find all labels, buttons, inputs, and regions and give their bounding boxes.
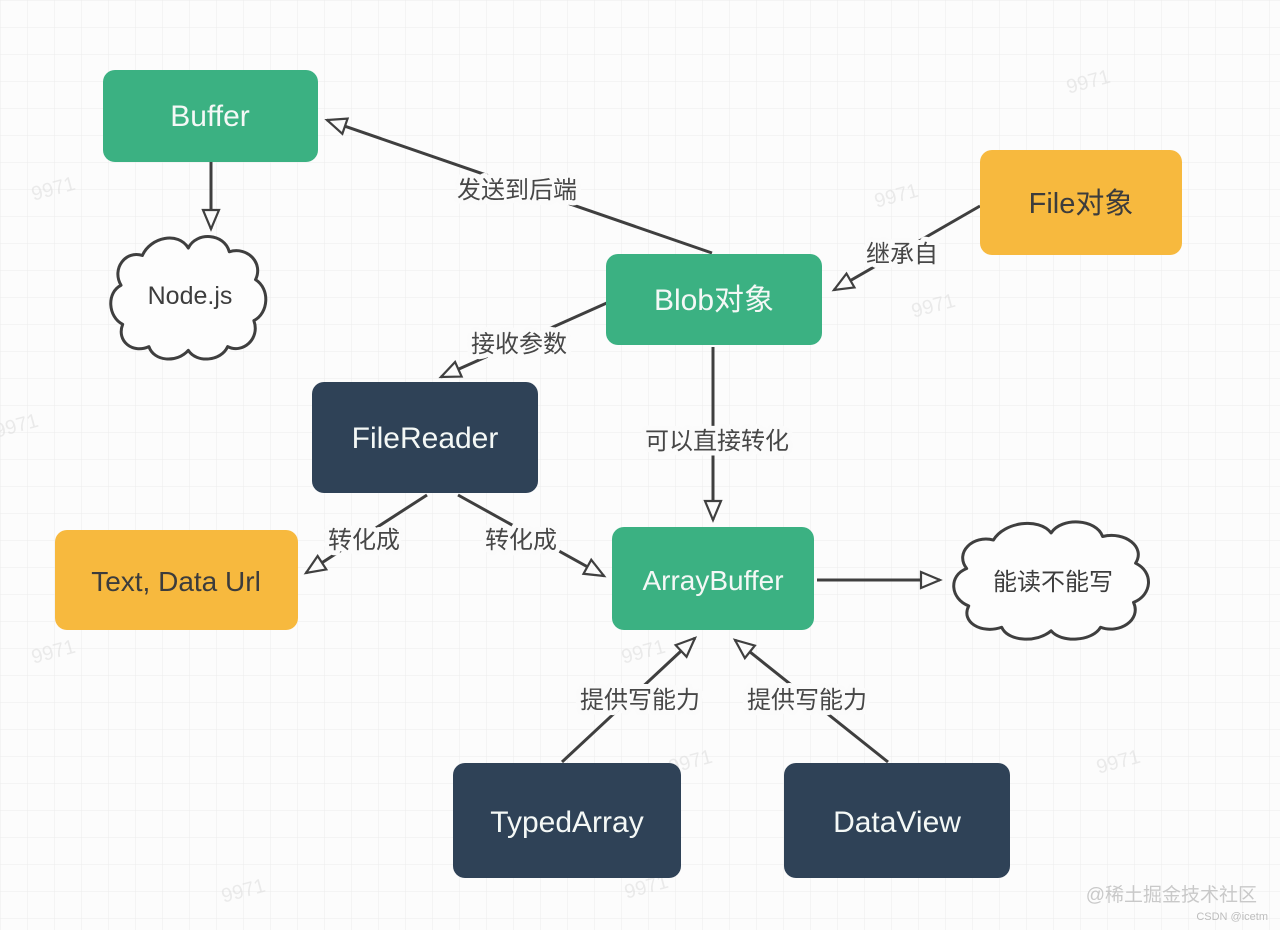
- edge-typedarray-to-arraybuffer: [560, 636, 698, 764]
- blob-box: [606, 254, 822, 345]
- edge-dataview-to-arraybuffer: [732, 638, 889, 764]
- edge-label-provide-write-right: 提供写能力: [747, 687, 867, 714]
- edge-label-send-to-backend: 发送到后端: [457, 177, 577, 204]
- edges-group: [201, 117, 981, 764]
- node-typedarray: TypedArray: [453, 763, 681, 878]
- node-dataview-label: DataView: [833, 806, 961, 839]
- nodejs-cloud-shape: [111, 237, 266, 359]
- edge-label-provide-write-left: 提供写能力: [580, 687, 700, 714]
- readonly-cloud-shape: [954, 522, 1149, 639]
- node-blob-label: Blob对象: [654, 284, 774, 317]
- edge-filereader-to-textdataurl: [303, 493, 428, 575]
- edge-blob-to-buffer: [324, 117, 713, 255]
- community-watermark: @稀土掘金技术社区: [1086, 884, 1257, 906]
- node-readonly: 能读不能写: [954, 522, 1149, 639]
- filereader-box: [312, 382, 538, 493]
- edge-label-receive-params: 接收参数: [471, 331, 567, 358]
- node-nodejs-label: Node.js: [148, 282, 233, 310]
- node-textdataurl-label: Text, Data Url: [91, 566, 261, 597]
- node-typedarray-label: TypedArray: [490, 806, 643, 839]
- file-box: [980, 150, 1182, 255]
- edge-file-to-blob: [831, 204, 981, 292]
- node-dataview: DataView: [784, 763, 1010, 878]
- node-arraybuffer-label: ArrayBuffer: [642, 565, 783, 596]
- node-readonly-label: 能读不能写: [993, 569, 1113, 596]
- buffer-box: [103, 70, 318, 162]
- node-buffer-label: Buffer: [170, 100, 250, 133]
- node-filereader: FileReader: [312, 382, 538, 493]
- node-buffer: Buffer: [103, 70, 318, 162]
- node-filereader-label: FileReader: [352, 422, 499, 455]
- csdn-watermark: CSDN @icetm: [1196, 911, 1268, 923]
- edge-filereader-to-arraybuffer: [457, 493, 607, 578]
- edge-label-convert-to-right: 转化成: [485, 527, 557, 554]
- edge-labels-group: 发送到后端 继承自 接收参数 可以直接转化 转化成 转化成 提供写能力 提供写能…: [323, 172, 943, 719]
- node-file: File对象: [980, 150, 1182, 255]
- typedarray-box: [453, 763, 681, 878]
- node-blob: Blob对象: [606, 254, 822, 345]
- edge-blob-to-filereader: [438, 300, 610, 379]
- edge-label-direct-convert: 可以直接转化: [645, 428, 789, 455]
- node-arraybuffer: ArrayBuffer: [612, 527, 814, 630]
- node-nodejs: Node.js: [111, 237, 266, 359]
- attribution: @稀土掘金技术社区 CSDN @icetm: [1086, 884, 1268, 923]
- edge-label-convert-to-left: 转化成: [328, 527, 400, 554]
- arraybuffer-box: [612, 527, 814, 630]
- dataview-box: [784, 763, 1010, 878]
- edge-label-inherit-from: 继承自: [866, 241, 938, 268]
- textdataurl-box: [55, 530, 298, 630]
- node-file-label: File对象: [1029, 187, 1134, 220]
- node-textdataurl: Text, Data Url: [55, 530, 298, 630]
